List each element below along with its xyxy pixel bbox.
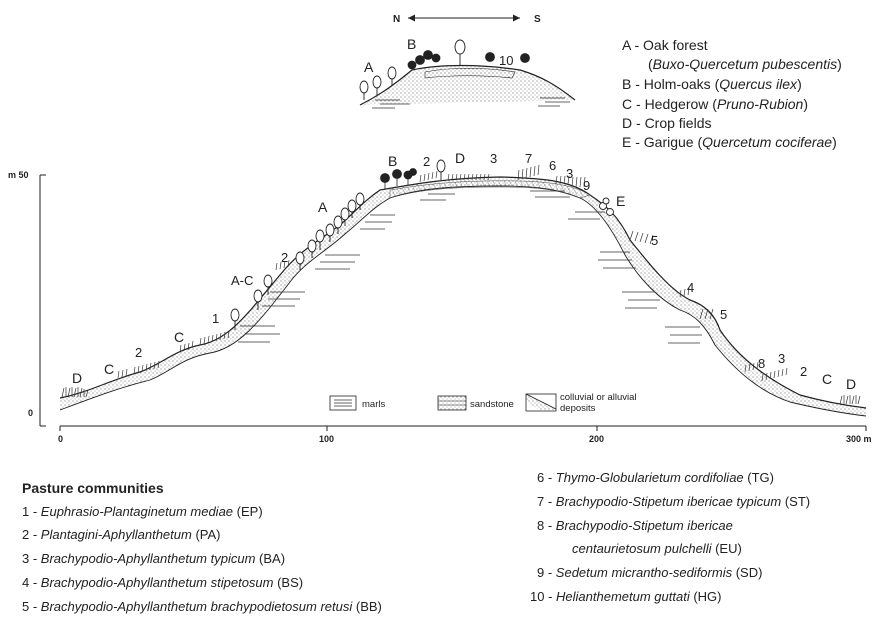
pasture-item-6: 6 - Thymo-Globularietum cordifoliae (TG) — [537, 470, 774, 485]
label-d-top: D — [455, 150, 465, 166]
key-item-a-latin: (Buxo-Quercetum pubescentis) — [648, 56, 842, 72]
marl-strata — [238, 190, 702, 344]
label-5-a: 5 — [651, 233, 658, 248]
sandstone-legend-label: sandstone — [470, 399, 514, 410]
key-item-d: D - Crop fields — [622, 115, 712, 131]
label-3-a: 3 — [490, 151, 497, 166]
label-8: 8 — [758, 356, 765, 371]
x-tick-0: 0 — [58, 434, 63, 444]
marls-legend-swatch — [329, 395, 357, 411]
marls-legend-label: marls — [362, 399, 385, 410]
label-c-3: C — [822, 371, 832, 387]
pasture-item-10: 10 - Helianthemetum guttati (HG) — [530, 589, 722, 604]
label-4: 4 — [687, 280, 694, 295]
main-hill-profile — [59, 176, 867, 417]
substrate-legend: marls sandstone colluvial or alluvial de… — [329, 392, 637, 414]
label-2-c: 2 — [423, 154, 430, 169]
label-d-right: D — [846, 376, 856, 392]
inset-hill-sketch: A B 10 — [359, 36, 576, 109]
y-axis: m 50 0 — [8, 170, 46, 427]
label-3-b: 3 — [566, 166, 573, 181]
pasture-item-5: 5 - Brachypodio-Aphyllanthetum brachypod… — [22, 599, 382, 614]
key-item-e: E - Garigue (Quercetum cociferae) — [622, 134, 837, 150]
x-tick-300: 300 m — [846, 434, 872, 444]
label-3-c: 3 — [778, 351, 785, 366]
inset-label-a: A — [364, 59, 374, 75]
deposits-legend-label-1: colluvial or alluvial — [560, 392, 637, 403]
label-7: 7 — [525, 151, 532, 166]
pasture-item-4: 4 - Brachypodio-Aphyllanthetum stipetosu… — [22, 575, 304, 590]
inset-label-10: 10 — [499, 53, 513, 68]
compass-south-label: S — [534, 14, 541, 25]
pasture-item-2: 2 - Plantagini-Aphyllanthetum (PA) — [22, 527, 221, 542]
x-tick-200: 200 — [589, 434, 604, 444]
y-axis-top-label: m 50 — [8, 170, 29, 180]
label-c-1: C — [104, 361, 114, 377]
x-axis: 0 100 200 300 m — [58, 425, 872, 444]
holm-oak-trees — [380, 168, 417, 190]
deposits-legend-swatch — [525, 393, 557, 412]
label-2-a: 2 — [135, 345, 142, 360]
sandstone-legend-swatch — [437, 395, 467, 411]
y-axis-zero-label: 0 — [28, 408, 33, 418]
key-item-c: C - Hedgerow (Pruno-Rubion) — [622, 96, 808, 112]
pasture-grass-tufts — [61, 164, 861, 405]
pasture-item-9: 9 - Sedetum micrantho-sediformis (SD) — [537, 565, 763, 580]
label-c-2: C — [174, 329, 184, 345]
pasture-item-7: 7 - Brachypodio-Stipetum ibericae typicu… — [537, 494, 811, 509]
label-5-b: 5 — [720, 307, 727, 322]
pasture-item-1: 1 - Euphrasio-Plantaginetum mediae (EP) — [22, 504, 263, 519]
label-e: E — [616, 193, 625, 209]
pasture-item-3: 3 - Brachypodio-Aphyllanthetum typicum (… — [22, 551, 286, 566]
label-a-c: A-C — [231, 273, 253, 288]
oak-forest-trees — [230, 159, 614, 330]
label-b: B — [388, 153, 397, 169]
label-9: 9 — [583, 178, 590, 193]
pasture-item-8-subtype: centaurietosum pulchelli (EU) — [572, 541, 742, 556]
compass-arrow: N S — [393, 14, 541, 25]
inset-label-b: B — [407, 36, 416, 52]
key-item-b: B - Holm-oaks (Quercus ilex) — [622, 76, 802, 92]
profile-labels: D C 2 C 1 A-C 2 A B 2 D 3 7 6 3 9 E 5 4 … — [72, 150, 856, 392]
label-d-left: D — [72, 370, 82, 386]
label-a: A — [318, 199, 328, 215]
key-item-a: A - Oak forest — [622, 37, 708, 53]
deposits-legend-label-2: deposits — [560, 403, 596, 414]
label-2-d: 2 — [800, 364, 807, 379]
label-6: 6 — [549, 158, 556, 173]
x-tick-100: 100 — [319, 434, 334, 444]
label-2-b: 2 — [281, 250, 288, 265]
pasture-communities-title: Pasture communities — [22, 480, 164, 496]
pasture-item-8: 8 - Brachypodio-Stipetum ibericae — [537, 518, 733, 533]
label-1: 1 — [212, 311, 219, 326]
compass-north-label: N — [393, 14, 400, 25]
